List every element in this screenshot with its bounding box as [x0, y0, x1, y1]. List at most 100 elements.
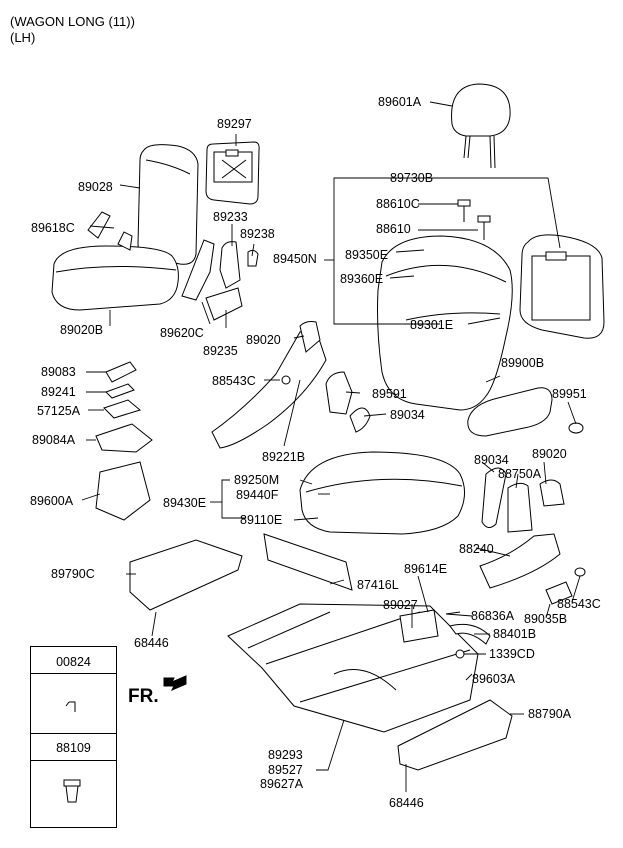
part-label: 89618C — [31, 221, 75, 235]
part-label: 89238 — [240, 227, 275, 241]
cap-part — [568, 422, 584, 434]
part-label: 86836A — [471, 609, 515, 623]
part-label: 88401B — [493, 627, 537, 641]
side-cover-part — [211, 321, 327, 449]
headrest-part — [451, 83, 511, 169]
part-label: 89527 — [268, 763, 303, 777]
part-label: 89440F — [236, 488, 279, 502]
part-label: 89900B — [501, 356, 545, 370]
leader-lines — [81, 101, 581, 792]
part-label: 89350E — [345, 248, 389, 262]
part-label: 89620C — [160, 326, 204, 340]
cover-part — [219, 241, 241, 289]
part-label: 88750A — [498, 467, 542, 481]
seat-track-part — [227, 603, 479, 733]
part-label: 89027 — [383, 598, 418, 612]
part-label: 89627A — [260, 777, 304, 791]
bracket-part-2 — [95, 423, 153, 453]
part-label: 89233 — [213, 210, 248, 224]
armrest-part — [467, 387, 553, 437]
lower-cover-part — [129, 539, 243, 611]
cap-part-2 — [574, 567, 586, 577]
handle-part — [399, 609, 439, 643]
part-label: 1339CD — [489, 647, 535, 661]
clip-part-2 — [105, 383, 135, 399]
legend-code: 88109 — [56, 741, 91, 755]
back-cover-part — [205, 141, 260, 205]
cover-part-2 — [205, 287, 243, 321]
part-label: 89301E — [410, 318, 454, 332]
part-label: 89591 — [372, 387, 407, 401]
seat-cushion-part — [51, 245, 179, 311]
latch-part — [181, 239, 215, 301]
part-label: 89614E — [404, 562, 448, 576]
legend-code: 00824 — [56, 655, 91, 669]
part-label: 89297 — [217, 117, 252, 131]
hinge-part — [87, 211, 111, 239]
part-label: 89020 — [246, 333, 281, 347]
part-label: 89790C — [51, 567, 95, 581]
part-label: 89601A — [378, 95, 422, 109]
part-label: 87416L — [357, 578, 399, 592]
part-label: 57125A — [37, 404, 81, 418]
end-cover-part — [397, 699, 513, 771]
model-title: (WAGON LONG (11)) — [10, 14, 135, 29]
part-label: 68446 — [134, 636, 169, 650]
clip-part — [105, 361, 137, 383]
part-label: 89730B — [390, 171, 434, 185]
part-label: 89035B — [524, 612, 568, 626]
part-label: 88543C — [212, 374, 256, 388]
part-label: 89020 — [532, 447, 567, 461]
part-label: 89110E — [240, 513, 283, 527]
part-label: 89028 — [78, 180, 113, 194]
trim-part — [545, 581, 573, 605]
legend-divider — [31, 673, 116, 674]
lever-part — [449, 623, 491, 645]
seat-back-frame-part — [377, 235, 513, 411]
part-label: 89221B — [262, 450, 306, 464]
spring-part — [349, 407, 371, 433]
part-label: 88610C — [376, 197, 420, 211]
part-label: 88240 — [459, 542, 494, 556]
bolt-parts — [457, 199, 491, 240]
front-direction-arrow — [163, 675, 187, 691]
box-part — [95, 461, 151, 521]
legend-divider — [31, 760, 116, 761]
spring-part-2 — [481, 467, 507, 528]
part-label: 89250M — [234, 473, 280, 487]
recliner-part — [325, 371, 353, 415]
legend-divider — [31, 733, 116, 734]
part-label: 89084A — [32, 433, 76, 447]
part-label: 89360E — [340, 272, 384, 286]
part-label: 89034 — [474, 453, 509, 467]
bolt-part — [445, 611, 461, 615]
side-shield-part — [479, 533, 561, 589]
part-label: 89034 — [390, 408, 425, 422]
front-trim-part — [263, 533, 353, 591]
part-label: 89241 — [41, 385, 76, 399]
front-direction-label: FR. — [128, 686, 159, 707]
part-label: 89450N — [273, 252, 317, 266]
part-label: 89600A — [30, 494, 74, 508]
part-label: 68446 — [389, 796, 424, 810]
part-label: 89603A — [472, 672, 516, 686]
knob-part — [247, 249, 259, 267]
part-label: 89430E — [163, 496, 207, 510]
part-label: 89293 — [268, 748, 303, 762]
plate-part — [103, 399, 142, 419]
part-label: 89083 — [41, 365, 76, 379]
part-label: 88543C — [557, 597, 601, 611]
nut-part — [455, 649, 465, 659]
seat-back-part — [137, 144, 199, 265]
back-panel-part — [519, 234, 605, 339]
recliner-part-2 — [507, 482, 533, 533]
bracket-part — [117, 231, 133, 251]
part-label: 88790A — [528, 707, 572, 721]
part-label: 89235 — [203, 344, 238, 358]
legend-box: 00824 88109 — [30, 646, 117, 828]
legend-icons — [63, 701, 81, 803]
part-label: 89951 — [552, 387, 587, 401]
part-label: 89020B — [60, 323, 104, 337]
